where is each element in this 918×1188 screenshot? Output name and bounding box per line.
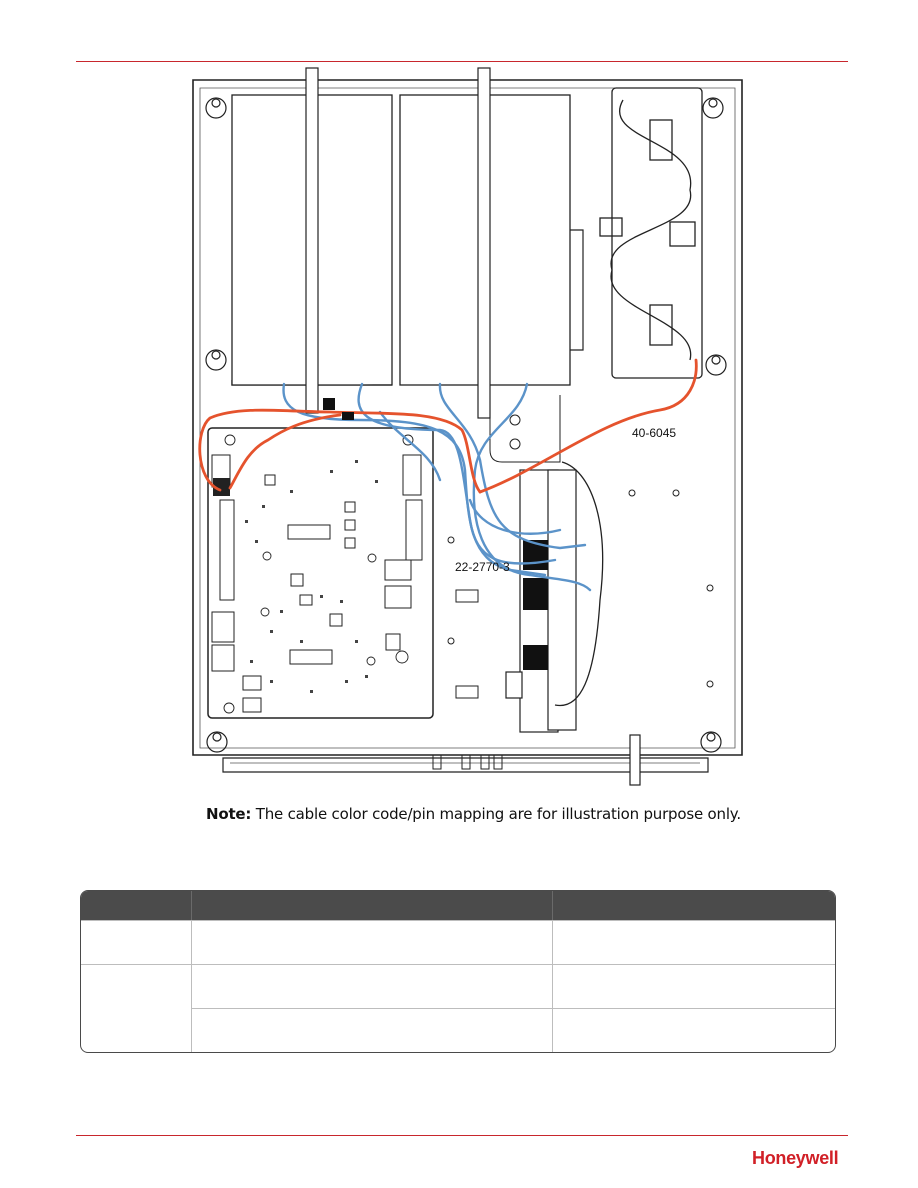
footer-rule	[76, 1135, 848, 1136]
table-cell	[553, 964, 835, 1008]
figure-note: Note: The cable color code/pin mapping a…	[206, 805, 741, 823]
battery-cable-label: 40-6045	[632, 426, 676, 440]
mounting-keyholes	[205, 97, 727, 753]
wiring-diagram: 40-6045 22-2770-3	[192, 67, 743, 786]
table-row	[81, 964, 835, 1052]
table-row	[81, 1008, 835, 1052]
table-header-row	[81, 891, 835, 920]
controller-board	[207, 427, 434, 719]
table-cell	[192, 920, 553, 964]
header-rule	[76, 61, 848, 62]
table-cell	[81, 964, 192, 1052]
enclosure-outline	[192, 79, 743, 756]
red-wires	[198, 358, 698, 494]
table-header-cell	[553, 891, 835, 920]
table-cell	[192, 1008, 553, 1052]
table-header-cell	[81, 891, 192, 920]
table-row	[81, 920, 835, 964]
board-cable-label: 22-2770-3	[455, 560, 510, 574]
honeywell-logo: Honeywell	[752, 1148, 839, 1168]
table-cell	[81, 920, 192, 964]
table-cell	[553, 1008, 835, 1052]
parts-table	[80, 890, 836, 1053]
table-header-cell	[192, 891, 553, 920]
blue-wires	[282, 382, 592, 592]
battery-pack	[599, 87, 703, 379]
table-cell	[192, 964, 553, 1008]
note-text: The cable color code/pin mapping are for…	[251, 805, 741, 823]
table-cell	[553, 920, 835, 964]
note-label: Note:	[206, 805, 252, 823]
